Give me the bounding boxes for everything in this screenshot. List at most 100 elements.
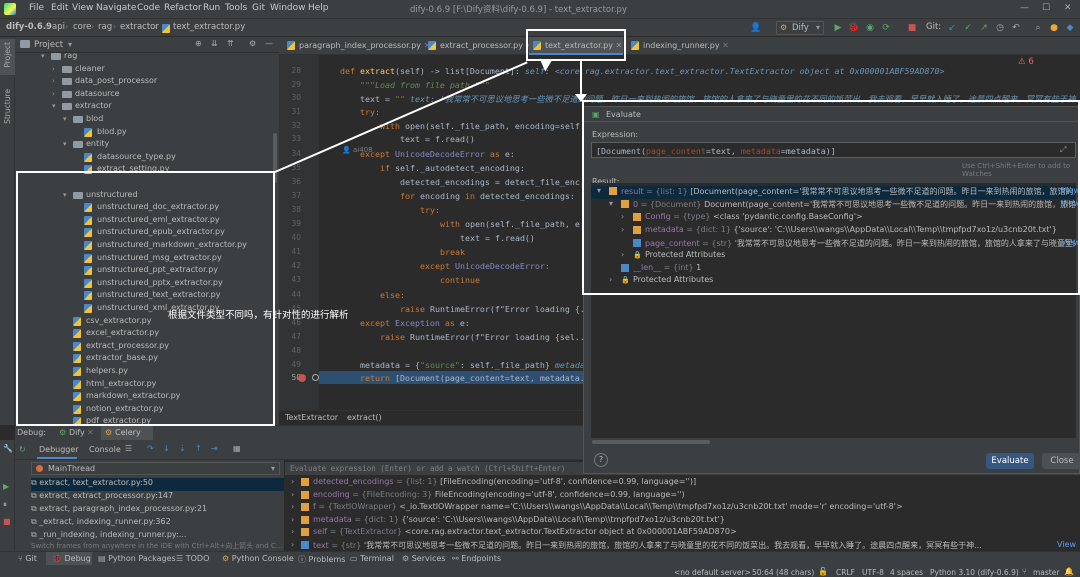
result-row[interactable]: __len__ = {int} 1 xyxy=(591,263,1076,276)
menu-tools[interactable]: Tools xyxy=(225,3,248,13)
result-row[interactable]: page_content = {str} '我常常不可思议地思考一些微不足道的问… xyxy=(591,238,1080,251)
tree-file[interactable]: csv_extractor.py xyxy=(15,316,279,329)
search-icon[interactable]: ⌕ xyxy=(1035,23,1041,33)
locate-icon[interactable]: ⊕ xyxy=(195,39,202,48)
git-branch[interactable]: master xyxy=(1033,568,1060,577)
chevron-down-icon[interactable]: ▾ xyxy=(52,102,56,111)
tree-folder[interactable]: ›data_post_processor xyxy=(15,76,279,89)
frame-row[interactable]: ⧉ _extract, indexing_runner.py:362 xyxy=(31,517,171,526)
line-separator[interactable]: CRLF xyxy=(836,568,855,577)
expression-input[interactable]: [Document(page_content=text, metadata=me… xyxy=(591,142,1076,158)
view-link[interactable]: View xyxy=(1057,540,1076,549)
view-link[interactable]: View xyxy=(1061,199,1080,208)
tree-file[interactable]: extract_processor.py xyxy=(15,341,279,354)
lock-icon[interactable]: 🔓 xyxy=(818,567,828,576)
tree-folder[interactable]: ›cleaner xyxy=(15,64,279,77)
tree-file[interactable]: unstructured_eml_extractor.py xyxy=(15,215,279,228)
tree-file[interactable]: unstructured_epub_extractor.py xyxy=(15,227,279,240)
step-over-icon[interactable]: ↷ xyxy=(147,444,154,453)
menu-help[interactable]: Help xyxy=(308,3,329,13)
tab-indexing-runner[interactable]: indexing_runner.py ✕ xyxy=(627,37,729,55)
view-link[interactable]: View xyxy=(1061,238,1080,247)
frame-row[interactable]: ⧉ extract, text_extractor.py:50 xyxy=(31,478,284,491)
run-config-select[interactable]: ⚙ Dify ▾ xyxy=(776,21,824,35)
tree-file[interactable]: blod.py xyxy=(15,127,279,140)
chevron-right-icon[interactable]: › xyxy=(621,250,625,259)
git-commit-icon[interactable]: ✓ xyxy=(964,23,972,33)
menu-file[interactable]: File xyxy=(29,3,45,13)
structure-tool-button[interactable]: Structure xyxy=(0,89,15,129)
project-panel-title[interactable]: Project xyxy=(34,40,64,50)
status-tab-services[interactable]: ⚙ Services xyxy=(402,554,446,563)
chevron-right-icon[interactable]: › xyxy=(52,77,55,86)
chevron-right-icon[interactable]: › xyxy=(291,540,295,549)
variable-row[interactable]: ›text = {str} '我常常不可思议地思考一些微不足道的问题。昨日一来到… xyxy=(291,540,1076,550)
project-tool-button[interactable]: Project xyxy=(0,39,15,75)
expand-all-icon[interactable]: ⇊ xyxy=(211,39,218,48)
breadcrumb-rag[interactable]: rag xyxy=(98,22,113,32)
result-row[interactable]: ▾result = {list: 1} [Document(page_conte… xyxy=(591,186,1080,199)
tree-folder[interactable]: ▾unstructured xyxy=(15,190,279,203)
help-button[interactable]: ? xyxy=(594,453,608,467)
tab-text-extractor[interactable]: text_extractor.py ✕ xyxy=(529,37,623,55)
result-row[interactable]: ›🔒Protected Attributes xyxy=(609,275,714,284)
frame-row[interactable]: ⧉ extract, extract_processor.py:147 xyxy=(31,491,174,500)
chevron-down-icon[interactable]: ▾ xyxy=(41,52,45,60)
debug-icon[interactable]: 🐞 xyxy=(848,23,860,33)
status-tab-python-console[interactable]: ⚙ Python Console xyxy=(222,554,294,563)
profile-icon[interactable]: ⟳ xyxy=(882,23,890,33)
chevron-down-icon[interactable]: ▾ xyxy=(63,140,67,149)
coverage-icon[interactable]: ◉ xyxy=(866,23,874,33)
debug-session-dify[interactable]: Dify xyxy=(69,428,85,437)
close-button[interactable]: Close xyxy=(1042,453,1080,469)
warnings-badge[interactable]: ⚠ 6 xyxy=(1018,57,1034,67)
status-tab-terminal[interactable]: ▭ Terminal xyxy=(350,554,394,563)
expand-icon[interactable]: ⤢ xyxy=(1060,145,1067,154)
chevron-right-icon[interactable]: › xyxy=(291,477,295,486)
thread-select[interactable]: MainThread ▾ xyxy=(31,462,280,475)
result-row[interactable]: ›metadata = {dict: 1} {'source': 'C:\\Us… xyxy=(621,225,1057,234)
tree-file[interactable]: datasource_type.py xyxy=(15,152,279,165)
hide-icon[interactable]: — xyxy=(265,39,273,48)
tab-console[interactable]: Console xyxy=(89,445,121,454)
menu-navigate[interactable]: Navigate xyxy=(96,3,137,13)
breakpoint-icon[interactable] xyxy=(298,374,306,382)
status-tab-problems[interactable]: ⓘ Problems xyxy=(298,555,346,564)
result-row[interactable]: ›🔒Protected Attributes xyxy=(621,250,726,259)
breadcrumb-core[interactable]: core xyxy=(73,22,92,32)
step-into-my-code-icon[interactable]: ⇣ xyxy=(179,444,186,453)
menu-code[interactable]: Code xyxy=(137,3,161,13)
step-into-icon[interactable]: ↓ xyxy=(163,444,170,453)
stop-icon[interactable]: ■ xyxy=(907,23,917,33)
menu-window[interactable]: Window xyxy=(270,3,306,13)
rollback-icon[interactable]: ↶ xyxy=(1012,23,1020,33)
tree-folder[interactable]: ▾rag xyxy=(15,51,279,64)
tree-file[interactable]: extract_setting.py xyxy=(15,164,279,177)
result-row[interactable]: ▾0 = {Document} Document(page_content='我… xyxy=(609,199,1080,209)
tree-folder[interactable]: ▾extractor xyxy=(15,101,279,114)
breadcrumb-api[interactable]: api xyxy=(52,22,65,32)
chevron-down-icon[interactable]: ▾ xyxy=(68,40,73,49)
tree-file[interactable]: markdown_extractor.py xyxy=(15,391,279,404)
history-icon[interactable]: ◷ xyxy=(996,23,1004,33)
breadcrumb-file[interactable]: text_extractor.py xyxy=(173,22,246,32)
tree-file[interactable]: unstructured_pptx_extractor.py xyxy=(15,278,279,291)
menu-run[interactable]: Run xyxy=(203,3,221,13)
evaluate-button[interactable]: Evaluate xyxy=(986,453,1034,469)
chevron-right-icon[interactable]: › xyxy=(52,89,55,98)
tree-file[interactable]: unstructured_msg_extractor.py xyxy=(15,253,279,266)
git-push-icon[interactable]: ↗ xyxy=(980,23,988,33)
pause-icon[interactable]: ⏸ xyxy=(3,500,7,509)
variable-row[interactable]: ›encoding = {FileEncoding: 3} FileEncodi… xyxy=(291,489,685,499)
resume-icon[interactable]: ▶ xyxy=(3,482,10,491)
menu-lines-icon[interactable]: ☰ xyxy=(125,444,133,453)
stop-icon[interactable]: ■ xyxy=(3,517,11,526)
breadcrumb-project[interactable]: dify-0.6.9 xyxy=(6,22,52,32)
gear-icon[interactable]: ⚙ xyxy=(249,39,257,48)
maximize-button[interactable]: ☐ xyxy=(1042,3,1051,13)
menu-view[interactable]: View xyxy=(72,3,94,13)
menu-git[interactable]: Git xyxy=(252,3,266,13)
chevron-right-icon[interactable]: › xyxy=(291,514,295,524)
breadcrumb-class[interactable]: TextExtractor xyxy=(285,413,339,422)
breadcrumb-extractor[interactable]: extractor xyxy=(120,22,159,32)
